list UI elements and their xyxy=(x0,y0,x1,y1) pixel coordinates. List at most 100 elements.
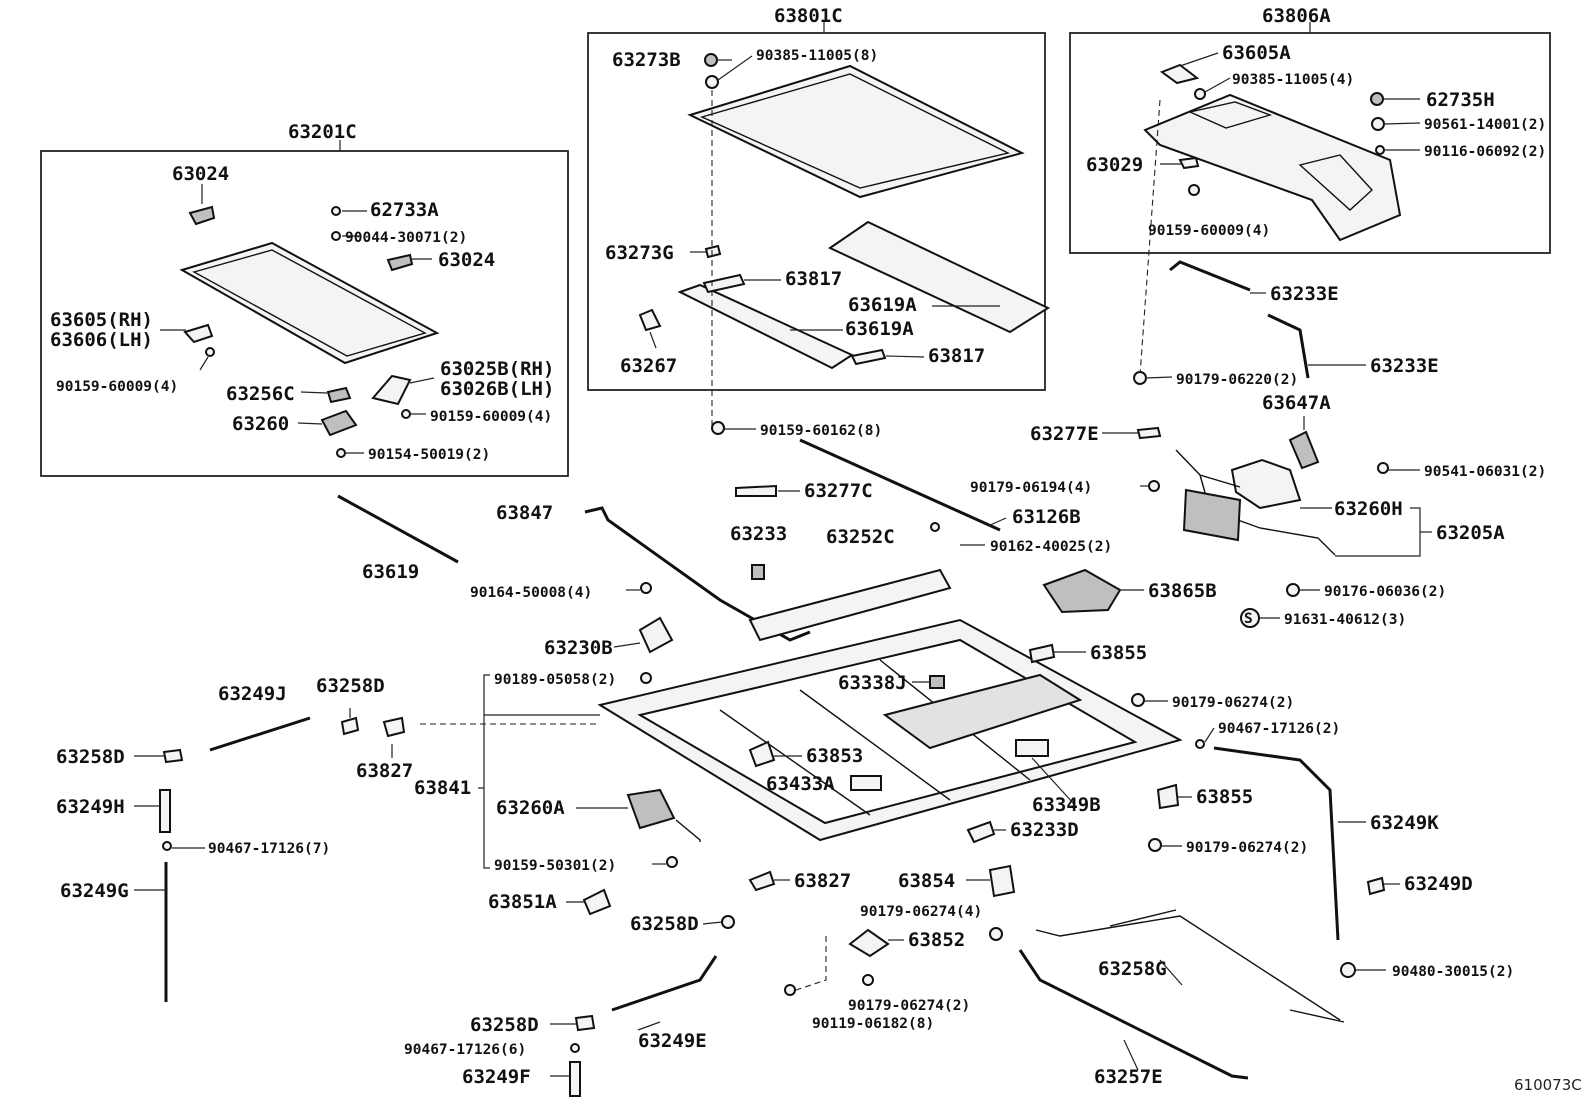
connector-63827-lower xyxy=(748,870,776,892)
part-label: 90162-40025(2) xyxy=(990,539,1112,555)
part-label: 90119-06182(8) xyxy=(812,1016,934,1032)
drain-hose-63233E-upper xyxy=(1169,260,1251,292)
sunroof-glass-panel-63201C xyxy=(179,241,440,365)
bracket-63817-lower xyxy=(850,348,887,366)
part-label: 63647A xyxy=(1262,392,1331,414)
bracket-63605 xyxy=(183,323,214,344)
screw-90159-60009-4 xyxy=(1188,184,1200,196)
rail-63619A-upper xyxy=(827,220,1051,334)
nut-90541-06031 xyxy=(1377,462,1389,474)
part-label: 63205A xyxy=(1436,522,1505,544)
cap-63273B xyxy=(704,53,718,67)
module-63205A xyxy=(1182,488,1242,542)
part-label: 63258D xyxy=(630,913,699,935)
clip-63267 xyxy=(638,308,662,332)
part-label: 63349B xyxy=(1032,794,1101,816)
bracket-63854 xyxy=(988,864,1016,898)
guide-rail-63126B xyxy=(799,438,1001,532)
part-label: 63233E xyxy=(1270,283,1339,305)
clip-90179-06274-c xyxy=(862,974,874,986)
hose-63249J xyxy=(209,716,311,752)
part-label: 63851A xyxy=(488,891,557,913)
part-label: 90159-50301(2) xyxy=(494,858,616,874)
part-label: 63827 xyxy=(356,760,413,782)
cap-62735H xyxy=(1370,92,1384,106)
part-label: 63852 xyxy=(908,929,965,951)
part-label: 63855 xyxy=(1196,786,1253,808)
part-label: 63847 xyxy=(496,502,553,524)
part-label: 90154-50019(2) xyxy=(368,447,490,463)
part-63029 xyxy=(1178,156,1200,170)
clip-63024-right xyxy=(386,253,414,272)
part-label: 63233 xyxy=(730,523,787,545)
part-label: 62735H xyxy=(1426,89,1495,111)
part-label: 63249F xyxy=(462,1066,531,1088)
bracket-63230B xyxy=(638,616,674,654)
nut-90385-11005-4 xyxy=(1194,88,1206,100)
group-label-63201C: 63201C xyxy=(288,121,357,143)
part-label: 90385-11005(8) xyxy=(756,48,878,64)
part-label: 90179-06194(4) xyxy=(970,480,1092,496)
part-label: 63855 xyxy=(1090,642,1147,664)
connector-63258D-left xyxy=(340,716,360,736)
part-label: 90179-06274(4) xyxy=(860,904,982,920)
clip-90467-17126-6 xyxy=(570,1043,580,1053)
part-label: 63606(LH) xyxy=(50,329,153,351)
part-label: 63233E xyxy=(1370,355,1439,377)
rail-63619A-lower xyxy=(677,283,855,370)
clip-63249D xyxy=(1366,876,1386,896)
rod-63847 xyxy=(584,506,811,642)
diagram-code: 610073C xyxy=(1514,1076,1582,1094)
strap-63233D xyxy=(966,820,996,844)
part-label: 63258D xyxy=(316,675,385,697)
part-label: 63605(RH) xyxy=(50,309,153,331)
bolt-90119-06182 xyxy=(784,984,796,996)
sunshade-panel-63801C xyxy=(687,64,1025,199)
part-label: 63249G xyxy=(60,880,129,902)
part-label: 90480-30015(2) xyxy=(1392,964,1514,980)
part-label: 63256C xyxy=(226,383,295,405)
sunroof-housing-63806A xyxy=(1143,93,1402,242)
clip-63273G xyxy=(704,244,722,259)
screw-90159-a xyxy=(205,347,215,357)
connector-63827-left xyxy=(382,716,406,738)
group-label-63806A: 63806A xyxy=(1262,5,1331,27)
bracket-63855-upper xyxy=(1028,643,1056,664)
bolt-90044 xyxy=(331,231,341,241)
drain-hose-63233E-lower xyxy=(1267,313,1310,379)
part-label: 90179-06220(2) xyxy=(1176,372,1298,388)
hose-63249H xyxy=(159,789,171,833)
bracket-63277C xyxy=(735,484,777,497)
part-label: 63433A xyxy=(766,773,835,795)
part-label: 63277C xyxy=(804,480,873,502)
sunroof-frame-63841 xyxy=(597,618,1183,842)
part-label: 63853 xyxy=(806,745,863,767)
hose-63249F xyxy=(569,1061,581,1097)
part-label: 63126B xyxy=(1012,506,1081,528)
part-label: 63026B(LH) xyxy=(440,378,554,400)
bolt-62733A xyxy=(331,206,341,216)
part-label: 63025B(RH) xyxy=(440,358,554,380)
group-box-63801C xyxy=(587,32,1046,391)
part-label: 90467-17126(7) xyxy=(208,841,330,857)
part-label: 90179-06274(2) xyxy=(1172,695,1294,711)
group-box-63201C xyxy=(40,150,569,477)
bracket-63025B xyxy=(371,374,412,406)
strip-63619 xyxy=(337,494,459,564)
bracket-63853 xyxy=(748,740,776,768)
clip-90179-06274-b xyxy=(1148,838,1162,852)
motor-63260A xyxy=(626,788,701,842)
bolt-90116 xyxy=(1375,145,1385,155)
screw-90164-50008 xyxy=(640,582,652,594)
part-label: 63619A xyxy=(848,294,917,316)
bracket-63277E xyxy=(1136,426,1162,440)
part-label: 91631-40612(3) xyxy=(1284,612,1406,628)
clip-90467-17126-7 xyxy=(162,841,172,851)
part-label: 90159-60009(4) xyxy=(1148,223,1270,239)
part-label: 90176-06036(2) xyxy=(1324,584,1446,600)
part-label: 90116-06092(2) xyxy=(1424,144,1546,160)
group-label-63801C: 63801C xyxy=(774,5,843,27)
part-label: 63258G xyxy=(1098,958,1167,980)
part-label: 90467-17126(2) xyxy=(1218,721,1340,737)
